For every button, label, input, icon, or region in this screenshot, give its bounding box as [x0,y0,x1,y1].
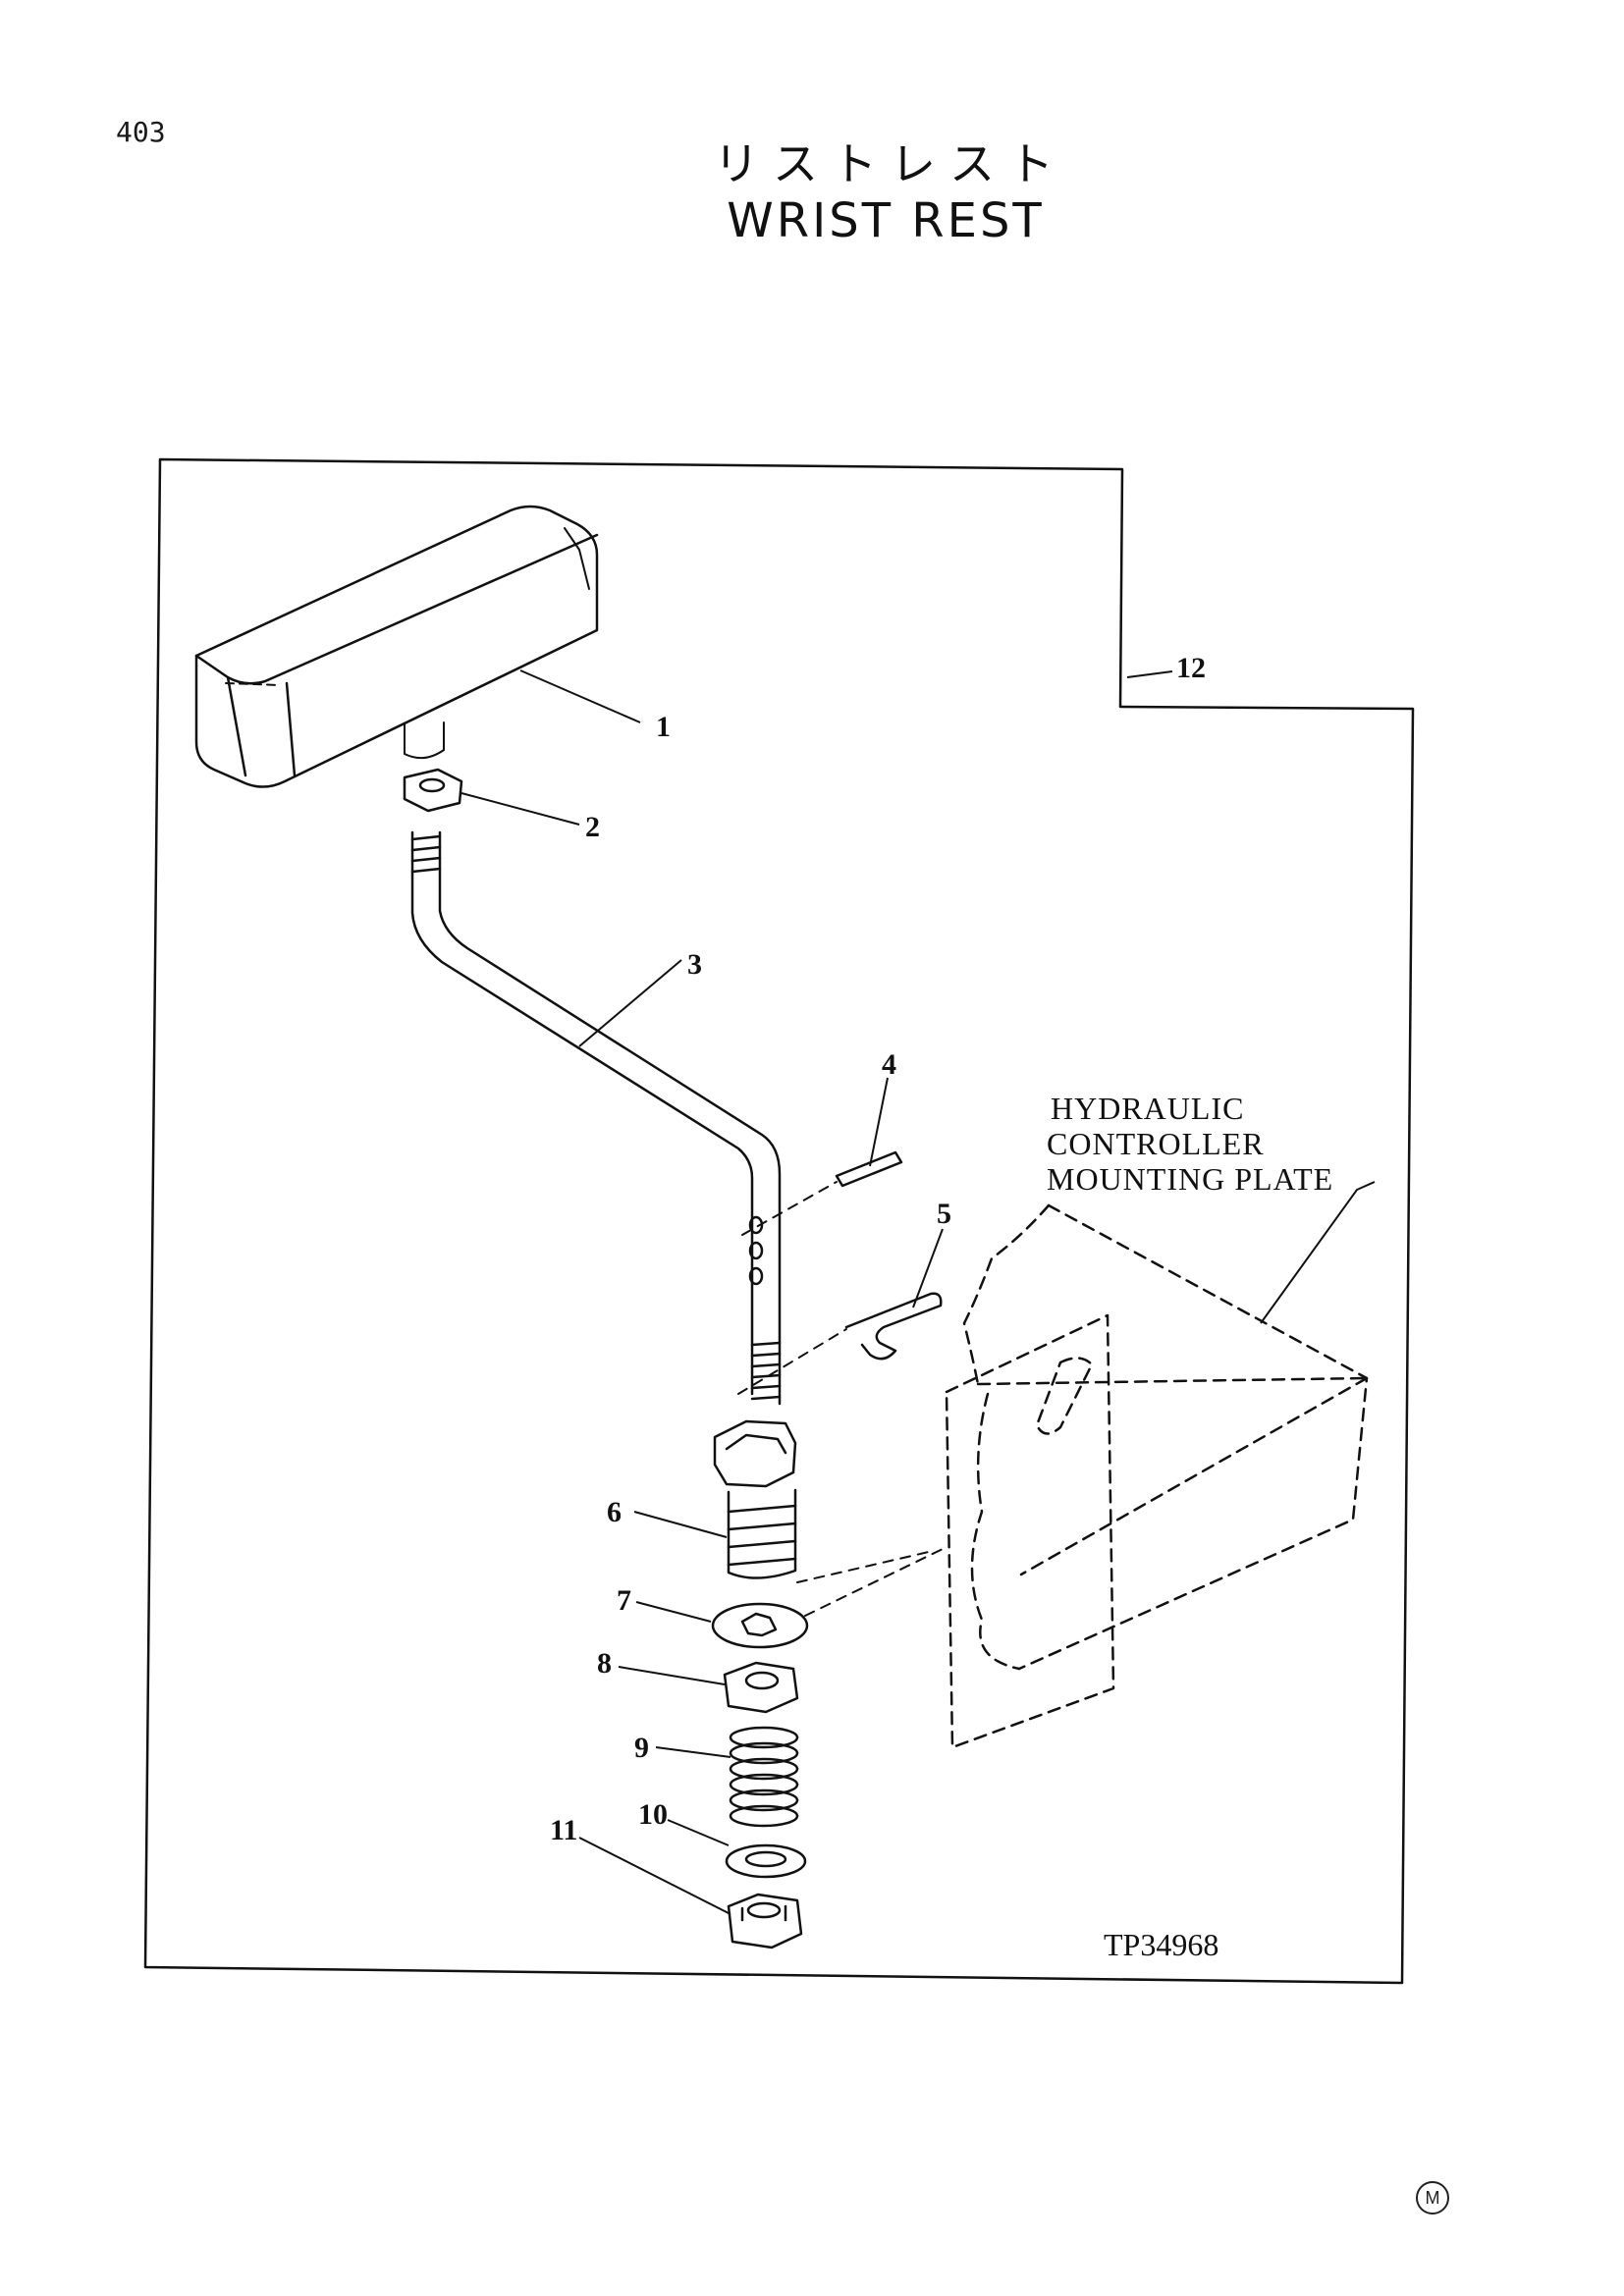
annotation-line-3: MOUNTING PLATE [1047,1161,1333,1197]
annotation-line-1: HYDRAULIC [1051,1091,1244,1126]
callout-9: 9 [634,1732,649,1764]
callout-6: 6 [607,1496,622,1528]
page-number: 403 [116,116,166,148]
callout-11: 11 [550,1814,577,1846]
callout-2: 2 [585,811,600,843]
trademark-mark: M [1416,2181,1449,2215]
bolt-part [713,1419,797,1579]
page-title: リストレスト WRIST REST [0,135,1624,249]
mounting-plate [945,1203,1369,1749]
frame-outline [143,457,1415,1985]
title-english: WRIST REST [727,193,1045,248]
castle-nut-part [727,1893,803,1949]
spring-part [729,1726,799,1828]
hex-nut-part [723,1661,799,1714]
callout-5: 5 [937,1198,951,1230]
annotation-line-2: CONTROLLER [1047,1126,1265,1161]
callout-10: 10 [638,1798,668,1831]
callout-1: 1 [656,711,671,743]
pin-part [835,1150,903,1188]
nut-part [403,768,463,813]
callout-4: 4 [882,1048,896,1081]
rod-part [410,830,782,1406]
title-japanese: リストレスト [714,137,1067,190]
lock-washer-part [711,1602,809,1649]
callout-7: 7 [617,1584,631,1617]
flat-washer-part [725,1843,807,1879]
figure-code: TP34968 [1104,1927,1218,1962]
callout-3: 3 [687,948,702,981]
callout-12: 12 [1176,652,1206,684]
clip-part [844,1292,943,1361]
callout-8: 8 [597,1647,612,1680]
wrist-rest-pad-part [194,505,599,788]
